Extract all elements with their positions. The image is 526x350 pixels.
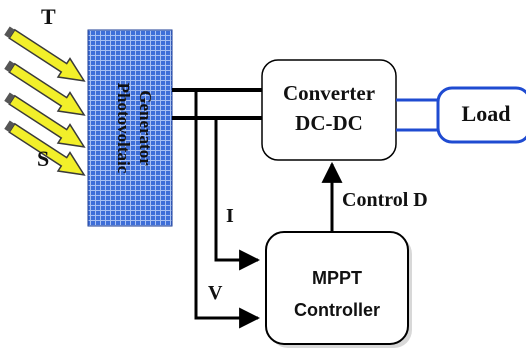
temperature-label: T [41,4,56,29]
converter-label-line1: Converter [283,81,375,105]
mppt-controller-block: MPPT Controller [265,231,412,348]
mppt-label-line2: Controller [294,300,380,320]
sun-ray-arrows [4,26,86,176]
control-label: Control D [342,189,428,211]
pv-label-line2: Generator [136,90,155,166]
current-sense-arrow [214,118,261,271]
converter-label-line2: DC-DC [295,111,363,135]
sun-ray-icon [4,60,86,116]
pv-generator-panel: Photovoltaic Generator [87,29,173,227]
power-lines [172,88,262,120]
current-label: I [226,205,234,227]
converter-block: Converter DC-DC [261,59,397,161]
irradiance-label: S [37,146,49,171]
sun-ray-icon [4,26,86,82]
load-label: Load [462,101,511,126]
load-lines [396,98,438,132]
pv-label-line1: Photovoltaic [114,83,133,174]
voltage-sense-arrow [194,90,261,329]
sun-ray-icon [4,120,86,176]
load-block: Load [436,86,526,144]
sun-ray-icon [4,92,86,148]
voltage-label: V [208,282,223,304]
mppt-label-line1: MPPT [312,268,362,288]
